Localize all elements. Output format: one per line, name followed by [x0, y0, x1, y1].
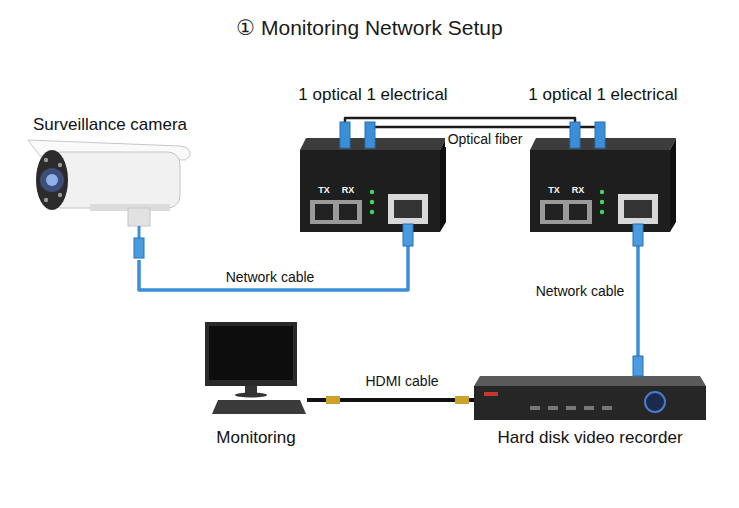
dvr-illustration-part — [602, 406, 612, 410]
cable-label: HDMI cable — [362, 373, 441, 389]
monitor-illustration — [205, 322, 306, 414]
network-cable — [636, 232, 640, 376]
media-converter-illustration-part — [370, 200, 374, 204]
camera-illustration-part — [40, 168, 64, 192]
dvr-illustration-part — [584, 406, 594, 410]
media-converter-illustration-part — [300, 150, 440, 232]
dvr-illustration-part — [484, 392, 498, 396]
media-converter-illustration-part — [440, 138, 446, 232]
dvr-illustration-part — [566, 406, 576, 410]
dvr-illustration-part — [474, 386, 706, 420]
media-converter-illustration — [300, 122, 446, 246]
media-converter-illustration-part — [370, 210, 374, 214]
media-converter-illustration-part — [633, 224, 643, 246]
cable-label: Optical fiber — [445, 131, 526, 147]
camera-node: Surveillance camera — [28, 138, 192, 260]
diagram-title: ① Monitoring Network Setup — [0, 16, 739, 40]
media-converter-illustration-part — [545, 204, 563, 220]
monitor-illustration-part — [235, 393, 267, 398]
cable-label: Network cable — [223, 269, 318, 285]
port-label: RX — [342, 185, 355, 195]
media-converter-illustration-part — [670, 138, 676, 232]
camera-illustration-part — [134, 238, 144, 258]
media-converter-illustration-part — [540, 200, 592, 224]
dvr-node: Hard disk video recorder — [474, 376, 706, 420]
media-converter-illustration-part — [600, 200, 604, 204]
media-converter-illustration-part — [365, 122, 375, 148]
media-converter-illustration-part — [569, 204, 587, 220]
media-converter-illustration-part — [403, 224, 413, 246]
dvr-illustration-part — [645, 392, 665, 412]
hdmi-plugs — [326, 396, 469, 404]
camera-illustration — [28, 140, 190, 258]
device-label: 1 optical 1 electrical — [298, 85, 447, 105]
hdmi-plugs-part — [326, 396, 340, 404]
port-label: TX — [318, 185, 330, 195]
port-label: RX — [572, 185, 585, 195]
media-converter-illustration-part — [370, 190, 374, 194]
media-converter-illustration-part — [388, 194, 428, 224]
device-label: Hard disk video recorder — [497, 428, 682, 448]
dvr-illustration-part — [474, 376, 706, 386]
media-converter-illustration-part — [340, 122, 350, 148]
camera-illustration-part — [58, 193, 62, 197]
cable-label: Network cable — [533, 283, 628, 299]
dvr-illustration-part — [548, 406, 558, 410]
hdmi-plugs-part — [455, 396, 469, 404]
media-converter-illustration-part — [618, 194, 658, 224]
media-converter-illustration-part — [595, 122, 605, 148]
camera-illustration-part — [58, 163, 62, 167]
media-converter-illustration-part — [530, 150, 670, 232]
media-converter-illustration-part — [600, 190, 604, 194]
device-label: 1 optical 1 electrical — [528, 85, 677, 105]
media-converter-illustration-part — [315, 204, 333, 220]
device-label: Surveillance camera — [33, 115, 187, 135]
media-converter-illustration-part — [600, 210, 604, 214]
monitor-illustration-part — [209, 326, 293, 380]
monitor-illustration-part — [205, 322, 297, 386]
media-converter-illustration-part — [310, 200, 362, 224]
media-converter-illustration-part — [570, 122, 580, 148]
camera-illustration-part — [46, 174, 58, 186]
media-converter-illustration-part — [624, 200, 652, 218]
media-converter-illustration-part — [394, 200, 422, 218]
media-converter-illustration-part — [339, 204, 357, 220]
network-cable — [139, 232, 408, 290]
dvr-illustration-part — [530, 406, 540, 410]
camera-illustration-part — [44, 158, 48, 162]
camera-illustration-part — [44, 198, 48, 202]
device-label: Monitoring — [216, 428, 295, 448]
camera-illustration-part — [36, 150, 68, 210]
monitor-node: Monitoring — [205, 320, 307, 416]
port-label: TX — [548, 185, 560, 195]
dvr-illustration-part — [633, 356, 643, 376]
camera-illustration-part — [128, 208, 150, 226]
dvr-illustration — [474, 356, 706, 420]
monitor-illustration-part — [212, 400, 306, 414]
media-converter-illustration — [530, 122, 676, 246]
